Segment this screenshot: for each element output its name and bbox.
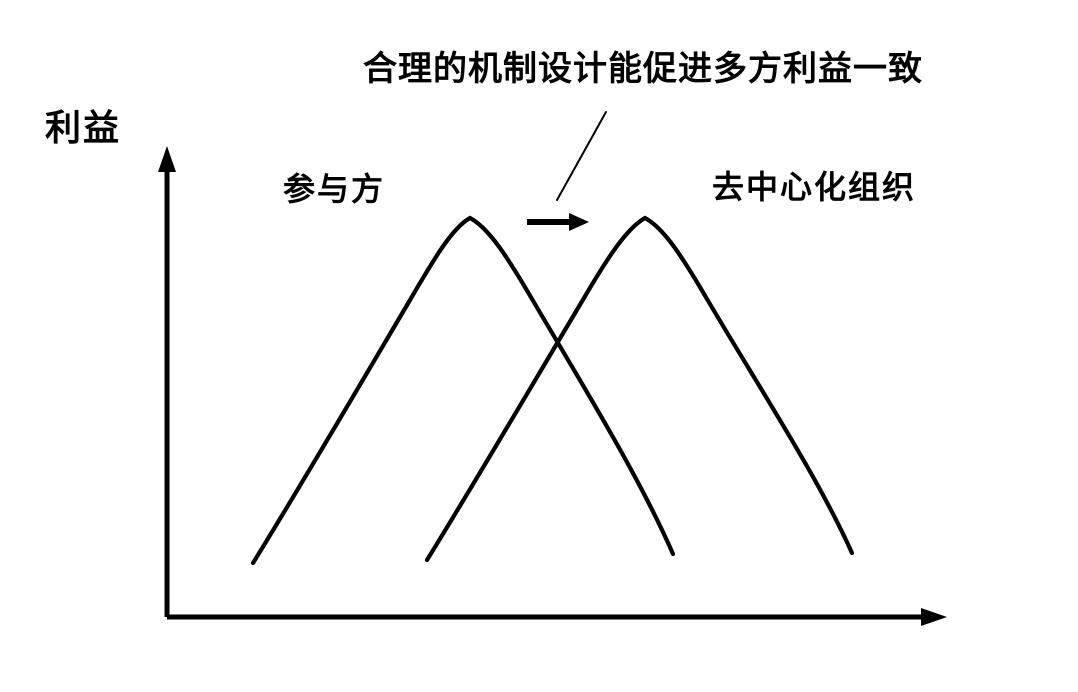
title-leader-line (556, 111, 607, 201)
curve-participant (250, 215, 676, 566)
x-axis-arrowhead (921, 608, 947, 626)
figure-title: 合理的机制设计能促进多方利益一致 (363, 49, 923, 89)
curve-label-decentralized-org: 去中心化组织 (712, 168, 916, 206)
curve-label-participant: 参与方 (283, 170, 385, 208)
y-axis-label: 利益 (45, 107, 121, 149)
y-axis-arrowhead (158, 146, 176, 172)
shift-arrow-head (569, 213, 589, 231)
curve-decentralized-org (424, 215, 855, 563)
